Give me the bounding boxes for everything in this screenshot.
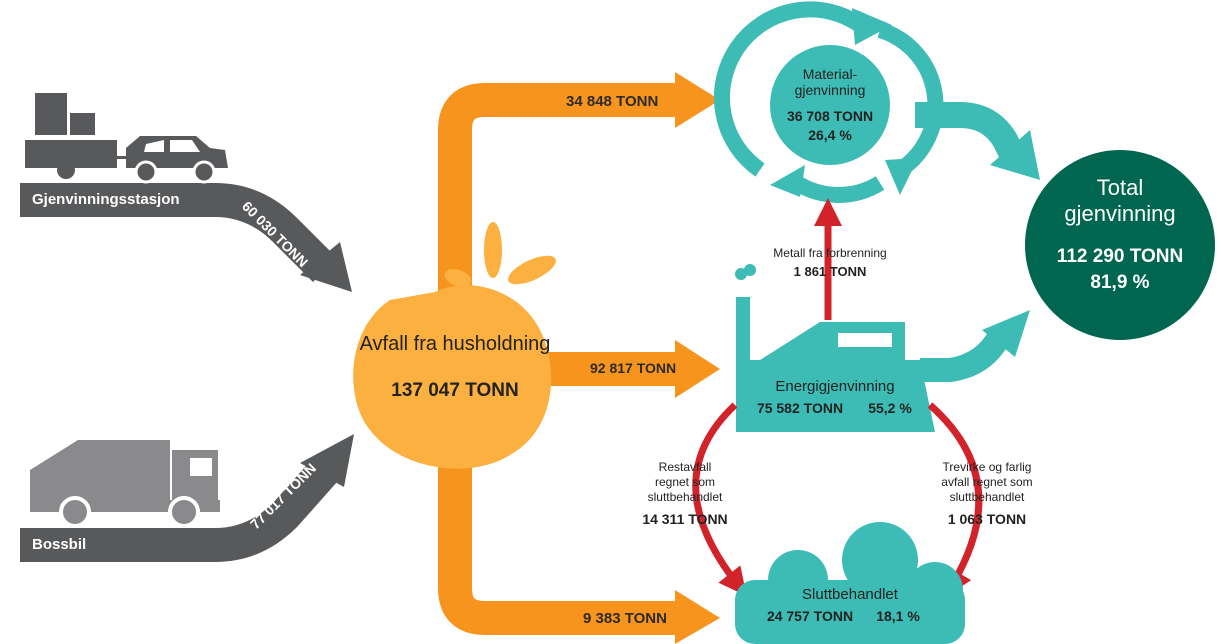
center-title: Avfall fra husholdning [359, 333, 551, 355]
teal-arrow-energy-to-total [920, 329, 1011, 382]
energy-percent: 55,2 % [868, 400, 912, 416]
final-percent: 18,1 % [876, 608, 920, 624]
wood-line3: sluttbehandlet [949, 490, 1025, 504]
factory-window [838, 333, 892, 347]
material-amount: 36 708 TONN [786, 108, 874, 124]
final-title: Sluttbehandlet [802, 586, 898, 603]
total-circle [1025, 150, 1215, 340]
total-line2: gjenvinning [1064, 201, 1176, 226]
material-percent: 26,4 % [808, 127, 852, 143]
teal-arrowhead-1 [990, 130, 1040, 180]
total-line1: Total [1096, 175, 1144, 200]
garbage-bag-icon [353, 222, 556, 469]
flow-to-energy-amount: 92 817 TONN [590, 360, 677, 376]
factory-icon [735, 264, 935, 432]
rest-line3: sluttbehandlet [647, 490, 723, 504]
wood-line2: avfall regnet som [941, 475, 1033, 489]
teal-arrowhead-2 [982, 310, 1030, 357]
material-title-1: Material- [802, 66, 858, 82]
garbage-truck-icon [30, 440, 220, 528]
truck-flow-arrow [20, 434, 354, 562]
orange-flow-trunk [438, 83, 690, 635]
metal-amount: 1 861 TONN [793, 264, 867, 279]
energy-title: Energigjenvinning [775, 378, 895, 395]
rest-amount: 14 311 TONN [642, 511, 728, 527]
center-amount: 137 047 TONN [391, 380, 519, 401]
wood-amount: 1 063 TONN [947, 511, 1027, 527]
teal-arrow-material-to-total [915, 102, 1027, 166]
rest-line2: regnet som [654, 475, 716, 489]
rest-line1: Restavfall [658, 460, 712, 474]
rest-down-arrow [692, 402, 747, 596]
wood-line1: Trevirke og farlig [942, 460, 1032, 474]
material-title-2: gjenvinning [794, 82, 866, 98]
arrow-to-final-icon [675, 590, 720, 644]
total-amount: 112 290 TONN [1056, 246, 1184, 267]
metal-label: Metall fra forbrenning [773, 246, 887, 260]
flow-to-final-amount: 9 383 TONN [583, 610, 667, 627]
arrow-to-energy-icon [675, 340, 720, 398]
car-trailer-icon [25, 93, 228, 184]
material-circle [770, 45, 890, 165]
cloud-icon [735, 522, 965, 644]
energy-amount: 75 582 TONN [756, 400, 844, 416]
total-percent: 81,9 % [1090, 272, 1150, 293]
station-label: Gjenvinningsstasjon [32, 191, 180, 208]
arrow-to-material-icon [675, 72, 720, 128]
material-recycle-arrowheads [770, 8, 918, 197]
truck-label: Bossbil [32, 536, 87, 553]
final-amount: 24 757 TONN [766, 608, 854, 624]
wood-down-arrow [927, 402, 983, 598]
station-flow-arrow [20, 183, 352, 292]
flow-to-material-amount: 34 848 TONN [566, 93, 659, 110]
